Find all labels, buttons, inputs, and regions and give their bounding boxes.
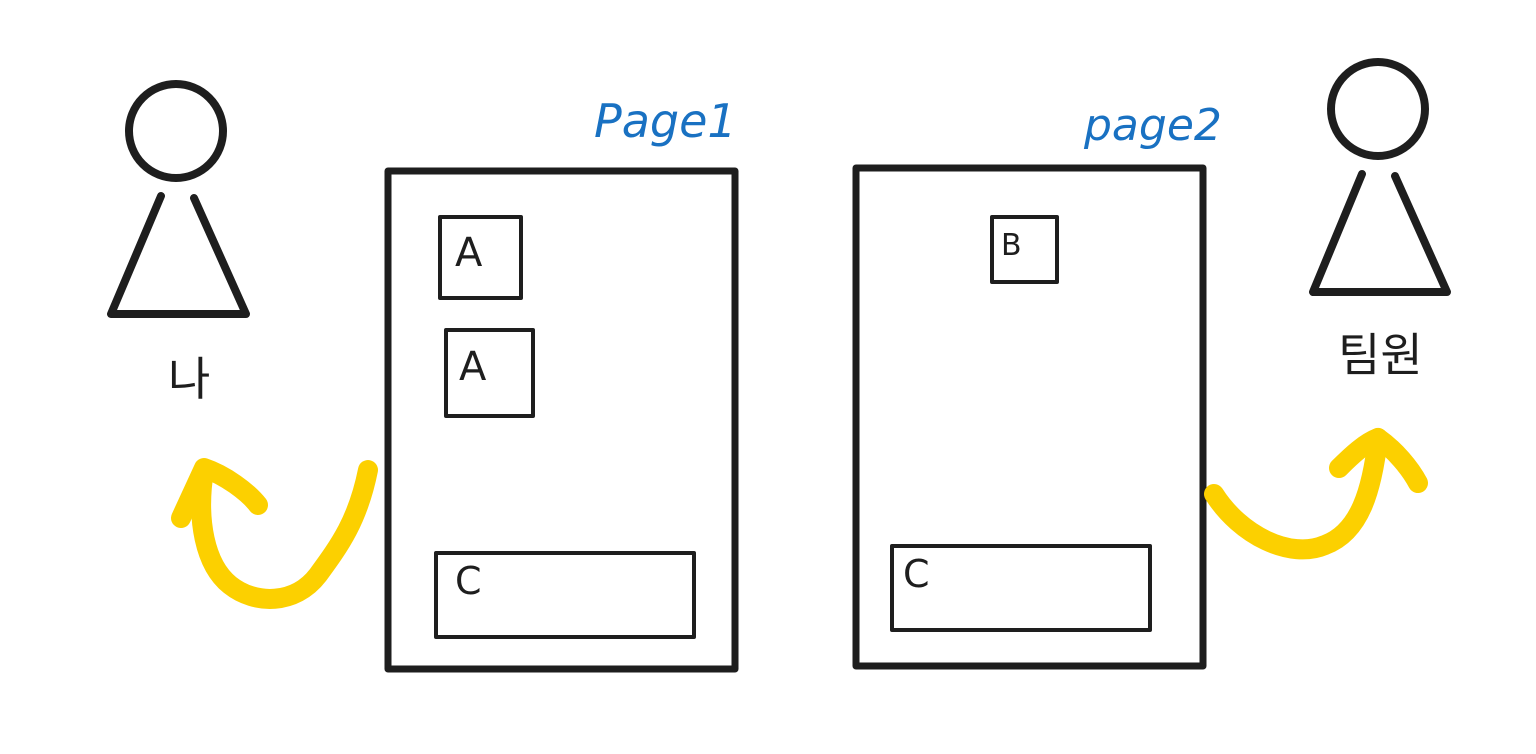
person-me-head	[125, 80, 227, 182]
person-me-label: 나	[168, 352, 211, 406]
person-me-body	[107, 192, 250, 318]
page1-box-a-1-label: A	[455, 230, 483, 276]
person-teammate-label: 팀원	[1338, 328, 1423, 382]
page2-box-b-label: B	[1001, 228, 1022, 263]
page1-box-c	[434, 551, 696, 639]
page1-box-c-label: C	[455, 559, 482, 603]
page1-box-a-2	[444, 328, 535, 418]
arrow-page2-to-teammate	[1204, 428, 1428, 560]
person-teammate-body	[1309, 170, 1451, 296]
page1-label: Page1	[594, 94, 737, 148]
person-teammate-head	[1327, 58, 1429, 160]
page2-box-b	[990, 215, 1059, 284]
page2-box-c-label: C	[903, 552, 930, 596]
person-me-figure	[107, 80, 250, 318]
page1-box-a-1	[438, 215, 523, 300]
person-teammate-figure	[1309, 58, 1451, 296]
page2-box-c	[890, 544, 1152, 632]
page1-box-a-2-label: A	[459, 344, 487, 390]
page1-frame	[384, 167, 739, 673]
arrow-page1-to-me	[171, 458, 378, 609]
page2-frame	[852, 164, 1207, 670]
page2-label: page2	[1084, 100, 1222, 151]
